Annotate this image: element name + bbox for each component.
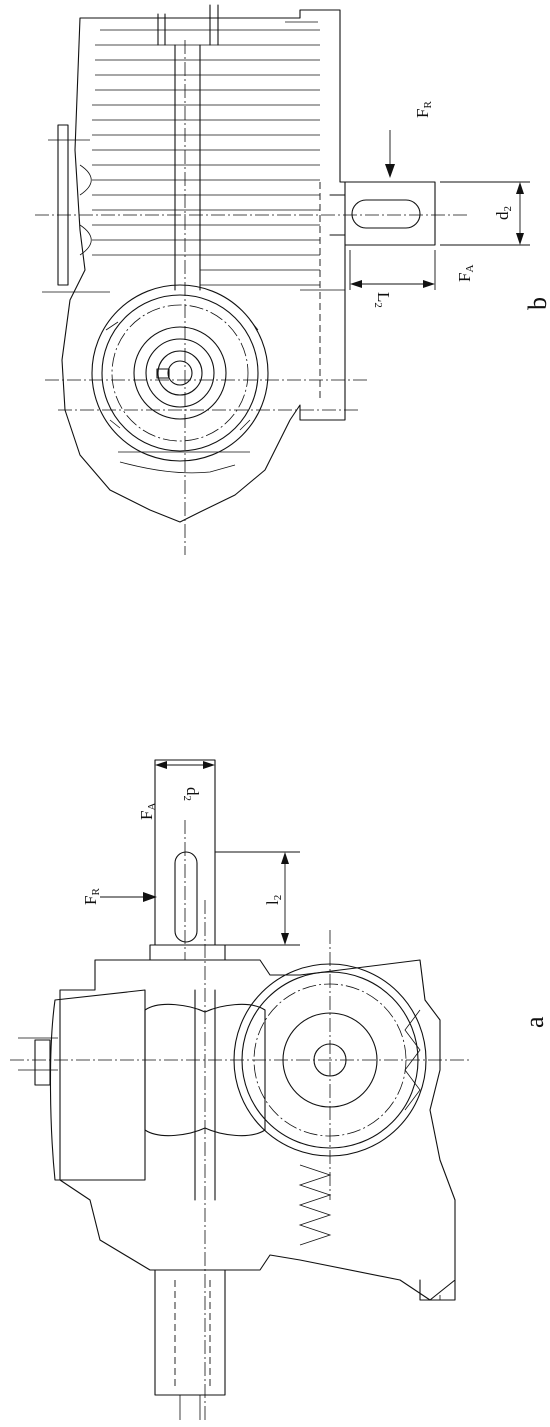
view-a-d2-label: d2: [181, 787, 202, 801]
view-b-keyway: [351, 199, 421, 229]
view-b-worm-wheel: [91, 284, 269, 462]
view-a-keyway: [174, 851, 198, 943]
view-a-l2-label: l2: [263, 895, 284, 905]
view-b-force-fr-arrow: [385, 130, 395, 178]
view-a-input-shaft: [154, 1269, 226, 1396]
view-b-fr-label: FR: [413, 101, 434, 118]
view-b-dimension-d2: [440, 181, 530, 246]
view-a-worm-teeth-right: [298, 1164, 332, 1246]
view-b-top-bolt-left: [157, 13, 166, 46]
view-b-left-flange: [57, 124, 69, 286]
view-b-shaft-step: [329, 194, 346, 236]
view-a-gearbox: [10, 900, 470, 1420]
view-b-dimension-l2: [349, 250, 436, 290]
view-a-worm-teeth-left: [404, 1009, 421, 1111]
view-a-force-fr-arrow: [100, 892, 157, 902]
view-a-dimension-d2: [154, 760, 216, 769]
view-a-dimension-l2: [215, 851, 300, 946]
view-a-top-cap: [49, 989, 146, 1181]
view-b-gearbox: [35, 4, 470, 555]
view-a-fa-label: FA: [137, 803, 158, 820]
view-b-caption: b: [523, 297, 550, 310]
view-a-top-flange: [34, 1039, 51, 1086]
view-b-top-bolt-right: [209, 4, 219, 46]
view-b-cooling-fins: [79, 29, 320, 286]
view-a-foot: [419, 1279, 456, 1301]
view-b-output-shaft: [344, 181, 436, 246]
view-a-caption: a: [520, 1016, 549, 1028]
view-b-housing-outline: [61, 9, 346, 523]
view-b-fa-label: FA: [455, 265, 476, 282]
view-b-worm-shaft: [174, 44, 201, 291]
view-a-fr-label: FR: [81, 888, 102, 905]
view-b-l2-label: L2: [372, 292, 393, 308]
view-b-d2-label: d2: [493, 206, 514, 220]
view-a-worm-shaft: [194, 989, 216, 1201]
view-a-housing-outline: [59, 959, 456, 1301]
